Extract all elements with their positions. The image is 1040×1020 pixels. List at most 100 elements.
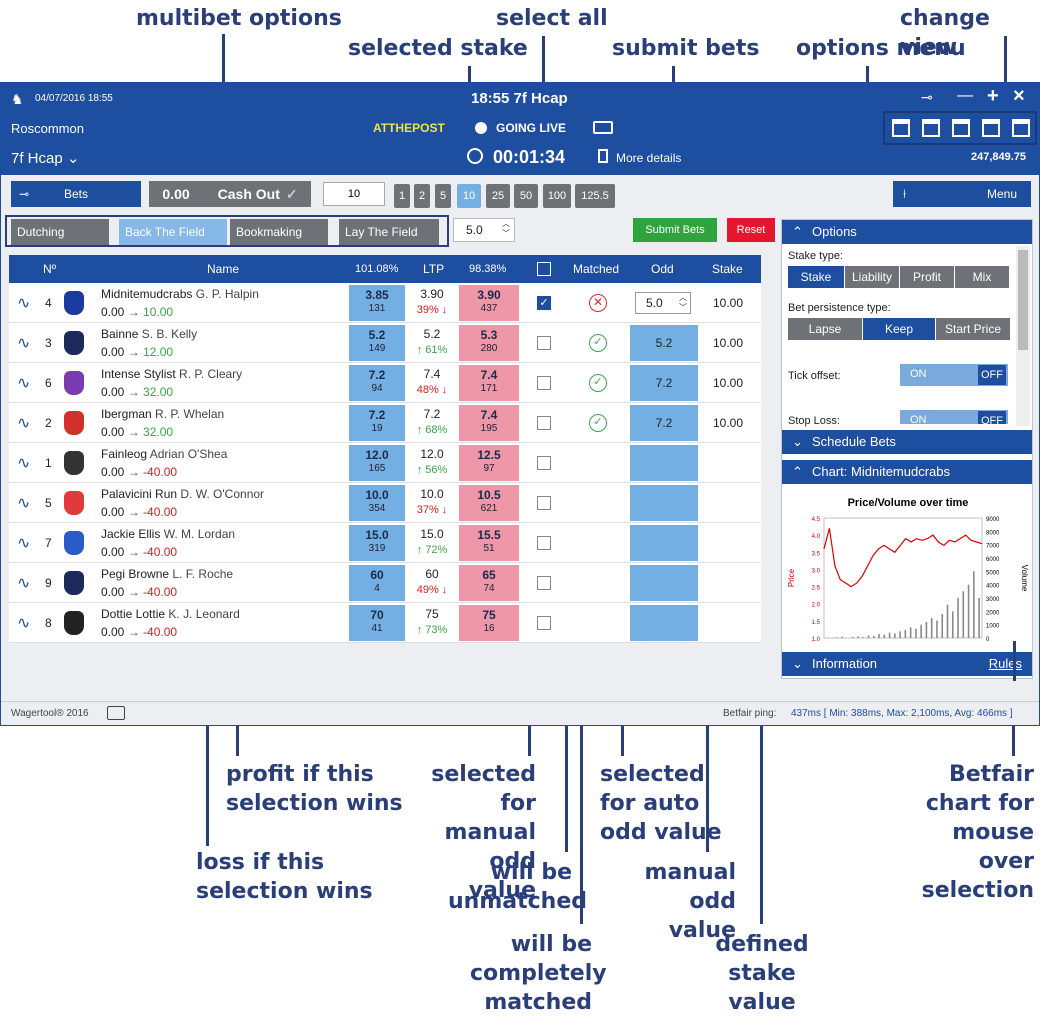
select-checkbox[interactable] [537,496,551,510]
camera-icon[interactable] [107,706,125,720]
trend-icon[interactable]: ∿ [17,375,31,392]
lay-the-field-button[interactable]: Lay The Field [339,219,439,245]
stake-preset-10-selected[interactable]: 10 [457,184,481,208]
rules-link[interactable]: Rules [988,656,1022,671]
stake-input[interactable] [323,182,385,206]
more-details-link[interactable]: More details [616,151,682,165]
select-checkbox[interactable] [537,576,551,590]
select-checkbox[interactable] [537,536,551,550]
manual-odd-input[interactable]: 5.0︿﹀ [635,292,691,314]
select-checkbox[interactable] [537,616,551,630]
dutching-button[interactable]: Dutching [11,219,109,245]
persistence-lapse[interactable]: Lapse [788,318,862,340]
trend-icon[interactable]: ∿ [17,455,31,472]
select-checkbox[interactable] [537,416,551,430]
trend-icon[interactable]: ∿ [17,535,31,552]
close-button[interactable]: × [1013,85,1025,107]
auto-odd-cell[interactable] [630,565,698,601]
stake-preset-5[interactable]: 5 [435,184,451,208]
menu-button[interactable]: ⍿Menu [893,181,1031,207]
view-grid-icon[interactable] [1012,119,1030,137]
multibet-value-stepper[interactable]: 5.0︿﹀ [453,218,515,242]
pin-icon[interactable]: ⊸ [921,89,933,105]
options-header[interactable]: ⌃Options [782,220,1032,244]
back-the-field-button[interactable]: Back The Field [119,219,227,245]
trend-icon[interactable]: ∿ [17,495,31,512]
tv-icon[interactable] [593,121,613,134]
auto-odd-cell[interactable]: 7.2 [630,365,698,401]
bets-button[interactable]: ⊸Bets [11,181,141,207]
persistence-keep[interactable]: Keep [863,318,935,340]
view-chart-icon[interactable] [982,119,1000,137]
trend-icon[interactable]: ∿ [17,615,31,632]
stake-preset-100[interactable]: 100 [543,184,571,208]
chart-header[interactable]: ⌃Chart: Midnitemudcrabs [782,460,1032,484]
trend-icon[interactable]: ∿ [17,575,31,592]
persistence-start-price[interactable]: Start Price [936,318,1010,340]
market-dropdown[interactable]: 7f Hcap ⌄ [11,150,80,167]
trend-icon[interactable]: ∿ [17,295,31,312]
select-checkbox[interactable]: ✓ [537,296,551,310]
stake-preset-125-5[interactable]: 125.5 [575,184,615,208]
select-checkbox[interactable] [537,456,551,470]
view-columns-icon[interactable] [922,119,940,137]
auto-odd-cell[interactable] [630,445,698,481]
select-checkbox[interactable] [537,336,551,350]
stake-type-liability[interactable]: Liability [845,266,899,288]
trend-icon[interactable]: ∿ [17,415,31,432]
view-list-icon[interactable] [892,119,910,137]
maximize-button[interactable]: + [987,85,999,107]
stake-type-profit[interactable]: Profit [900,266,954,288]
auto-odd-cell[interactable] [630,485,698,521]
bookmaking-button[interactable]: Bookmaking [230,219,328,245]
minimize-button[interactable]: — [957,87,973,104]
schedule-bets-header[interactable]: ⌄Schedule Bets [782,430,1032,454]
table-scrollbar[interactable] [761,283,769,643]
stake-type-stake[interactable]: Stake [788,266,844,288]
stake-preset-25[interactable]: 25 [486,184,510,208]
stake-preset-50[interactable]: 50 [514,184,538,208]
options-scrollbar[interactable] [1016,246,1030,426]
submit-bets-button[interactable]: Submit Bets [633,218,717,242]
auto-odd-cell[interactable]: 7.2 [630,405,698,441]
auto-odd-cell[interactable] [630,525,698,561]
trend-icon[interactable]: ∿ [17,335,31,352]
stake-type-mix[interactable]: Mix [955,266,1009,288]
select-checkbox[interactable] [537,376,551,390]
auto-odd-cell[interactable]: 5.2 [630,325,698,361]
stake-preset-2[interactable]: 2 [414,184,430,208]
select-all-checkbox[interactable] [537,262,551,276]
view-rows-icon[interactable] [952,119,970,137]
auto-odd-cell[interactable] [630,605,698,641]
